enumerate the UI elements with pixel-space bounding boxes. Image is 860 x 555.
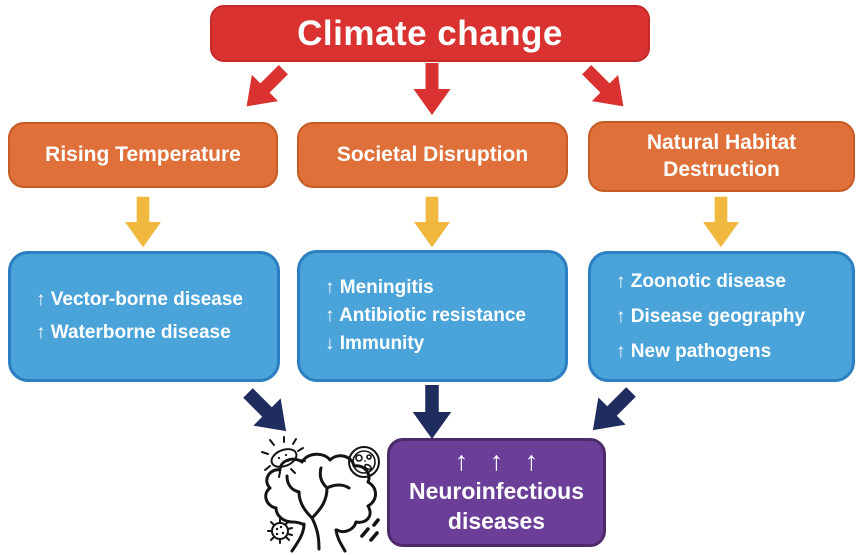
yellow-arrow-left bbox=[125, 194, 161, 250]
effect-box-rising-temperature: ↑ Vector-borne disease ↑ Waterborne dise… bbox=[8, 251, 280, 382]
yellow-arrow-right bbox=[703, 194, 739, 250]
effect-line: ↑ Antibiotic resistance bbox=[325, 305, 526, 326]
brain-pathogens-illustration bbox=[246, 430, 396, 555]
effect-line: ↑ Zoonotic disease bbox=[616, 270, 786, 292]
navy-arrow-middle bbox=[410, 385, 454, 439]
effect-line: ↓ Immunity bbox=[325, 333, 425, 354]
navy-arrow-left bbox=[232, 377, 301, 446]
factor-box-natural-habitat-destruction: Natural Habitat Destruction bbox=[588, 121, 855, 192]
factor-label: Societal Disruption bbox=[336, 142, 529, 166]
effect-line: ↑ Waterborne disease bbox=[36, 322, 231, 343]
effect-line: ↑ Vector-borne disease bbox=[36, 289, 243, 310]
petri-dish-icon bbox=[348, 446, 380, 478]
factor-label: Natural Habitat Destruction bbox=[646, 131, 797, 181]
effect-line: ↑ Meningitis bbox=[325, 277, 434, 298]
virus-icon bbox=[267, 518, 293, 544]
red-arrow-middle bbox=[411, 63, 453, 115]
red-arrow-right bbox=[572, 55, 638, 121]
yellow-arrow-middle bbox=[414, 194, 450, 250]
factor-box-rising-temperature: Rising Temperature bbox=[8, 122, 278, 188]
red-arrow-left bbox=[232, 55, 298, 121]
root-box-climate-change: Climate change bbox=[210, 5, 650, 62]
bacterium-icon bbox=[261, 436, 306, 478]
effect-line: ↑ Disease geography bbox=[616, 305, 806, 327]
outcome-box-neuroinfectious-diseases: ↑ ↑ ↑ Neuroinfectious diseases bbox=[387, 438, 606, 547]
root-label: Climate change bbox=[297, 13, 563, 53]
outcome-label: Neuroinfectious diseases bbox=[408, 478, 585, 534]
outcome-up-arrows: ↑ ↑ ↑ bbox=[454, 446, 539, 477]
navy-arrow-right bbox=[577, 376, 646, 445]
effect-line: ↑ New pathogens bbox=[616, 340, 772, 362]
factor-label: Rising Temperature bbox=[45, 142, 241, 166]
brain-icon bbox=[264, 452, 377, 553]
effect-box-natural-habitat-destruction: ↑ Zoonotic disease ↑ Disease geography ↑… bbox=[588, 251, 855, 382]
factor-box-societal-disruption: Societal Disruption bbox=[297, 122, 568, 188]
effect-box-societal-disruption: ↑ Meningitis ↑ Antibiotic resistance ↓ I… bbox=[297, 250, 568, 382]
bacilli-icon bbox=[360, 518, 380, 542]
